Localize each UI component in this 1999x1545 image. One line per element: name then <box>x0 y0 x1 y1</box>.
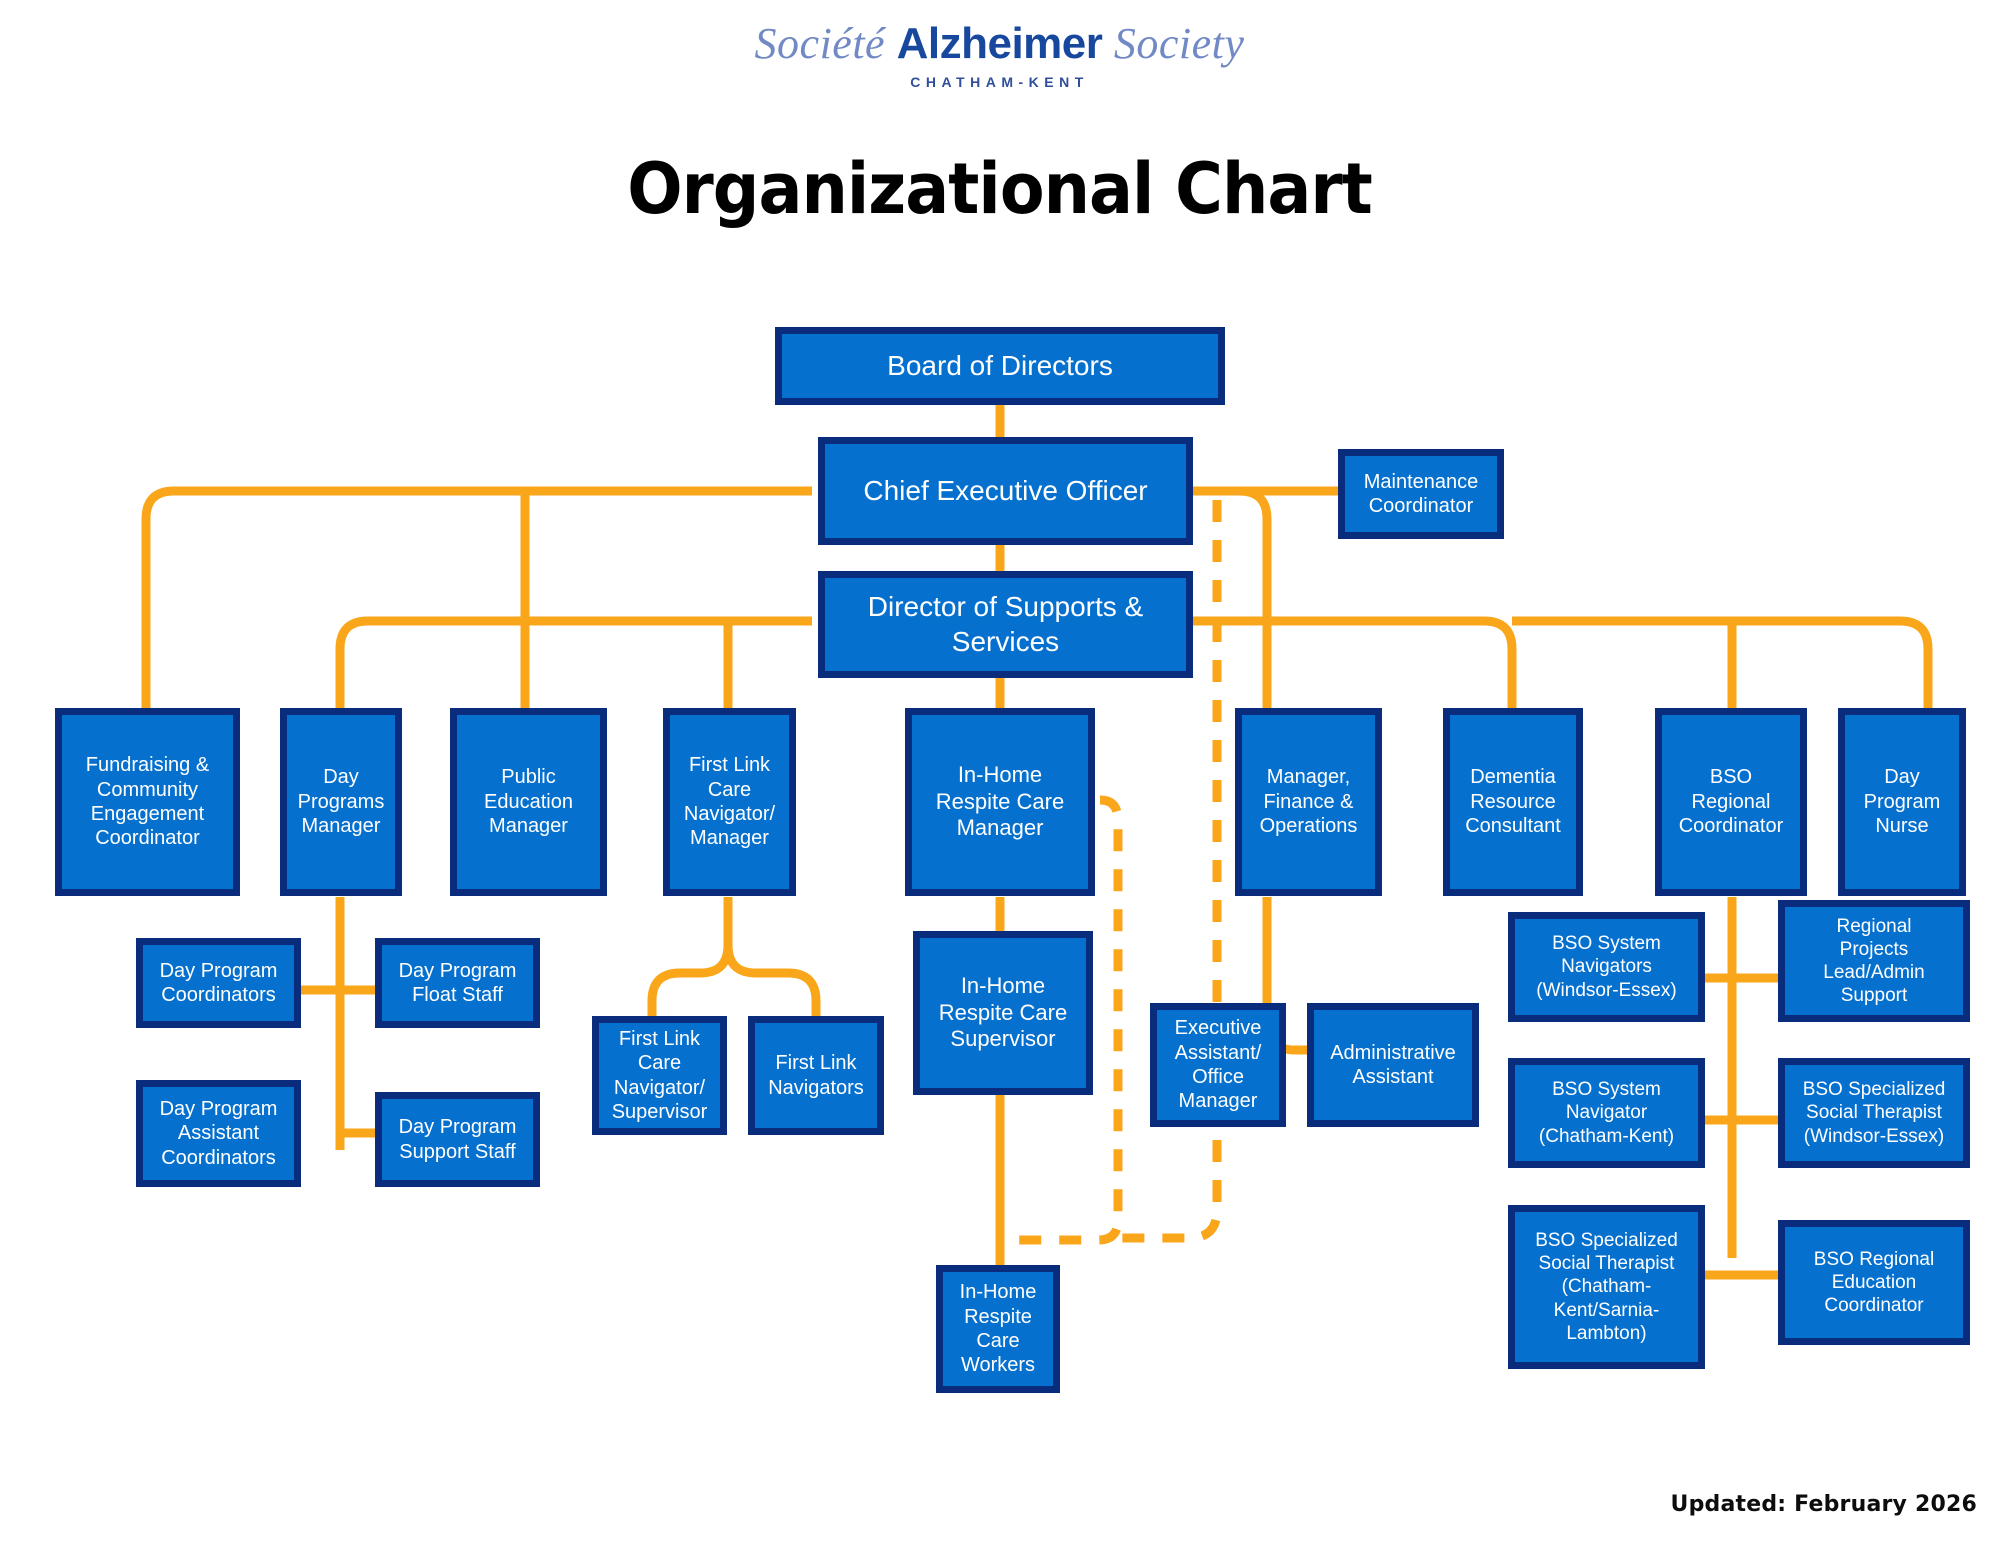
logo-word-society: Society <box>1102 19 1245 68</box>
node-day-programs-manager[interactable]: Day Programs Manager <box>280 708 402 896</box>
wire-ceo-finance <box>1238 486 1272 708</box>
node-bso-specialized-social-therapist-chatham-kent[interactable]: BSO Specialized Social Therapist (Chatha… <box>1508 1205 1705 1369</box>
wire-dir-dementia <box>1188 616 1517 708</box>
node-in-home-respite-care-workers[interactable]: In-Home Respite Care Workers <box>936 1265 1060 1393</box>
node-day-program-support-staff[interactable]: Day Program Support Staff <box>375 1092 540 1187</box>
updated-date-label: Updated: February 2026 <box>1670 1492 1977 1517</box>
page-title: Organizational Chart <box>627 148 1372 230</box>
node-first-link-navigators[interactable]: First Link Navigators <box>748 1016 884 1135</box>
node-board-of-directors[interactable]: Board of Directors <box>775 327 1225 405</box>
node-in-home-respite-care-manager[interactable]: In-Home Respite Care Manager <box>905 708 1095 896</box>
node-bso-regional-education-coordinator[interactable]: BSO Regional Education Coordinator <box>1778 1220 1970 1345</box>
node-dementia-resource-consultant[interactable]: Dementia Resource Consultant <box>1443 708 1583 896</box>
wire-dir-bus-left <box>335 616 812 708</box>
logo-word-alzheimer: Alzheimer <box>896 19 1103 68</box>
node-day-program-assistant-coordinators[interactable]: Day Program Assistant Coordinators <box>136 1080 301 1187</box>
logo-subtitle: CHATHAM-KENT <box>910 74 1089 90</box>
wire-fl-super <box>647 944 733 1016</box>
node-public-education-manager[interactable]: Public Education Manager <box>450 708 607 896</box>
node-bso-system-navigator-chatham-kent[interactable]: BSO System Navigator (Chatham-Kent) <box>1508 1058 1705 1168</box>
node-manager-finance-operations[interactable]: Manager, Finance & Operations <box>1235 708 1382 896</box>
logo-wordmark: Société Alzheimer Society <box>0 22 1999 66</box>
wire-ceo-bus-left <box>141 486 812 708</box>
node-first-link-care-navigator-supervisor[interactable]: First Link Care Navigator/ Supervisor <box>592 1016 727 1135</box>
node-administrative-assistant[interactable]: Administrative Assistant <box>1307 1003 1479 1127</box>
node-day-program-float-staff[interactable]: Day Program Float Staff <box>375 938 540 1028</box>
node-bso-system-navigators-windsor-essex[interactable]: BSO System Navigators (Windsor-Essex) <box>1508 912 1705 1022</box>
node-bso-specialized-social-therapist-windsor-essex[interactable]: BSO Specialized Social Therapist (Windso… <box>1778 1058 1970 1168</box>
wire-dir-daynurse <box>1512 616 1933 708</box>
node-first-link-care-navigator-manager[interactable]: First Link Care Navigator/ Manager <box>663 708 796 896</box>
node-director-supports-services[interactable]: Director of Supports & Services <box>818 571 1193 678</box>
node-day-program-nurse[interactable]: Day Program Nurse <box>1838 708 1966 896</box>
node-maintenance-coordinator[interactable]: Maintenance Coordinator <box>1338 449 1504 539</box>
node-fundraising-community-engagement-coordinator[interactable]: Fundraising & Community Engagement Coord… <box>55 708 240 896</box>
wire-fl-nav <box>723 944 821 1016</box>
organization-logo: Société Alzheimer Society CHATHAM-KENT <box>0 22 1999 90</box>
node-bso-regional-coordinator[interactable]: BSO Regional Coordinator <box>1655 708 1807 896</box>
node-regional-projects-lead-admin-support[interactable]: Regional Projects Lead/Admin Support <box>1778 900 1970 1022</box>
node-in-home-respite-care-supervisor[interactable]: In-Home Respite Care Supervisor <box>913 931 1093 1095</box>
node-executive-assistant-office-manager[interactable]: Executive Assistant/ Office Manager <box>1150 1003 1286 1127</box>
node-chief-executive-officer[interactable]: Chief Executive Officer <box>818 437 1193 545</box>
node-day-program-coordinators[interactable]: Day Program Coordinators <box>136 938 301 1028</box>
logo-word-societe: Société <box>754 19 897 68</box>
